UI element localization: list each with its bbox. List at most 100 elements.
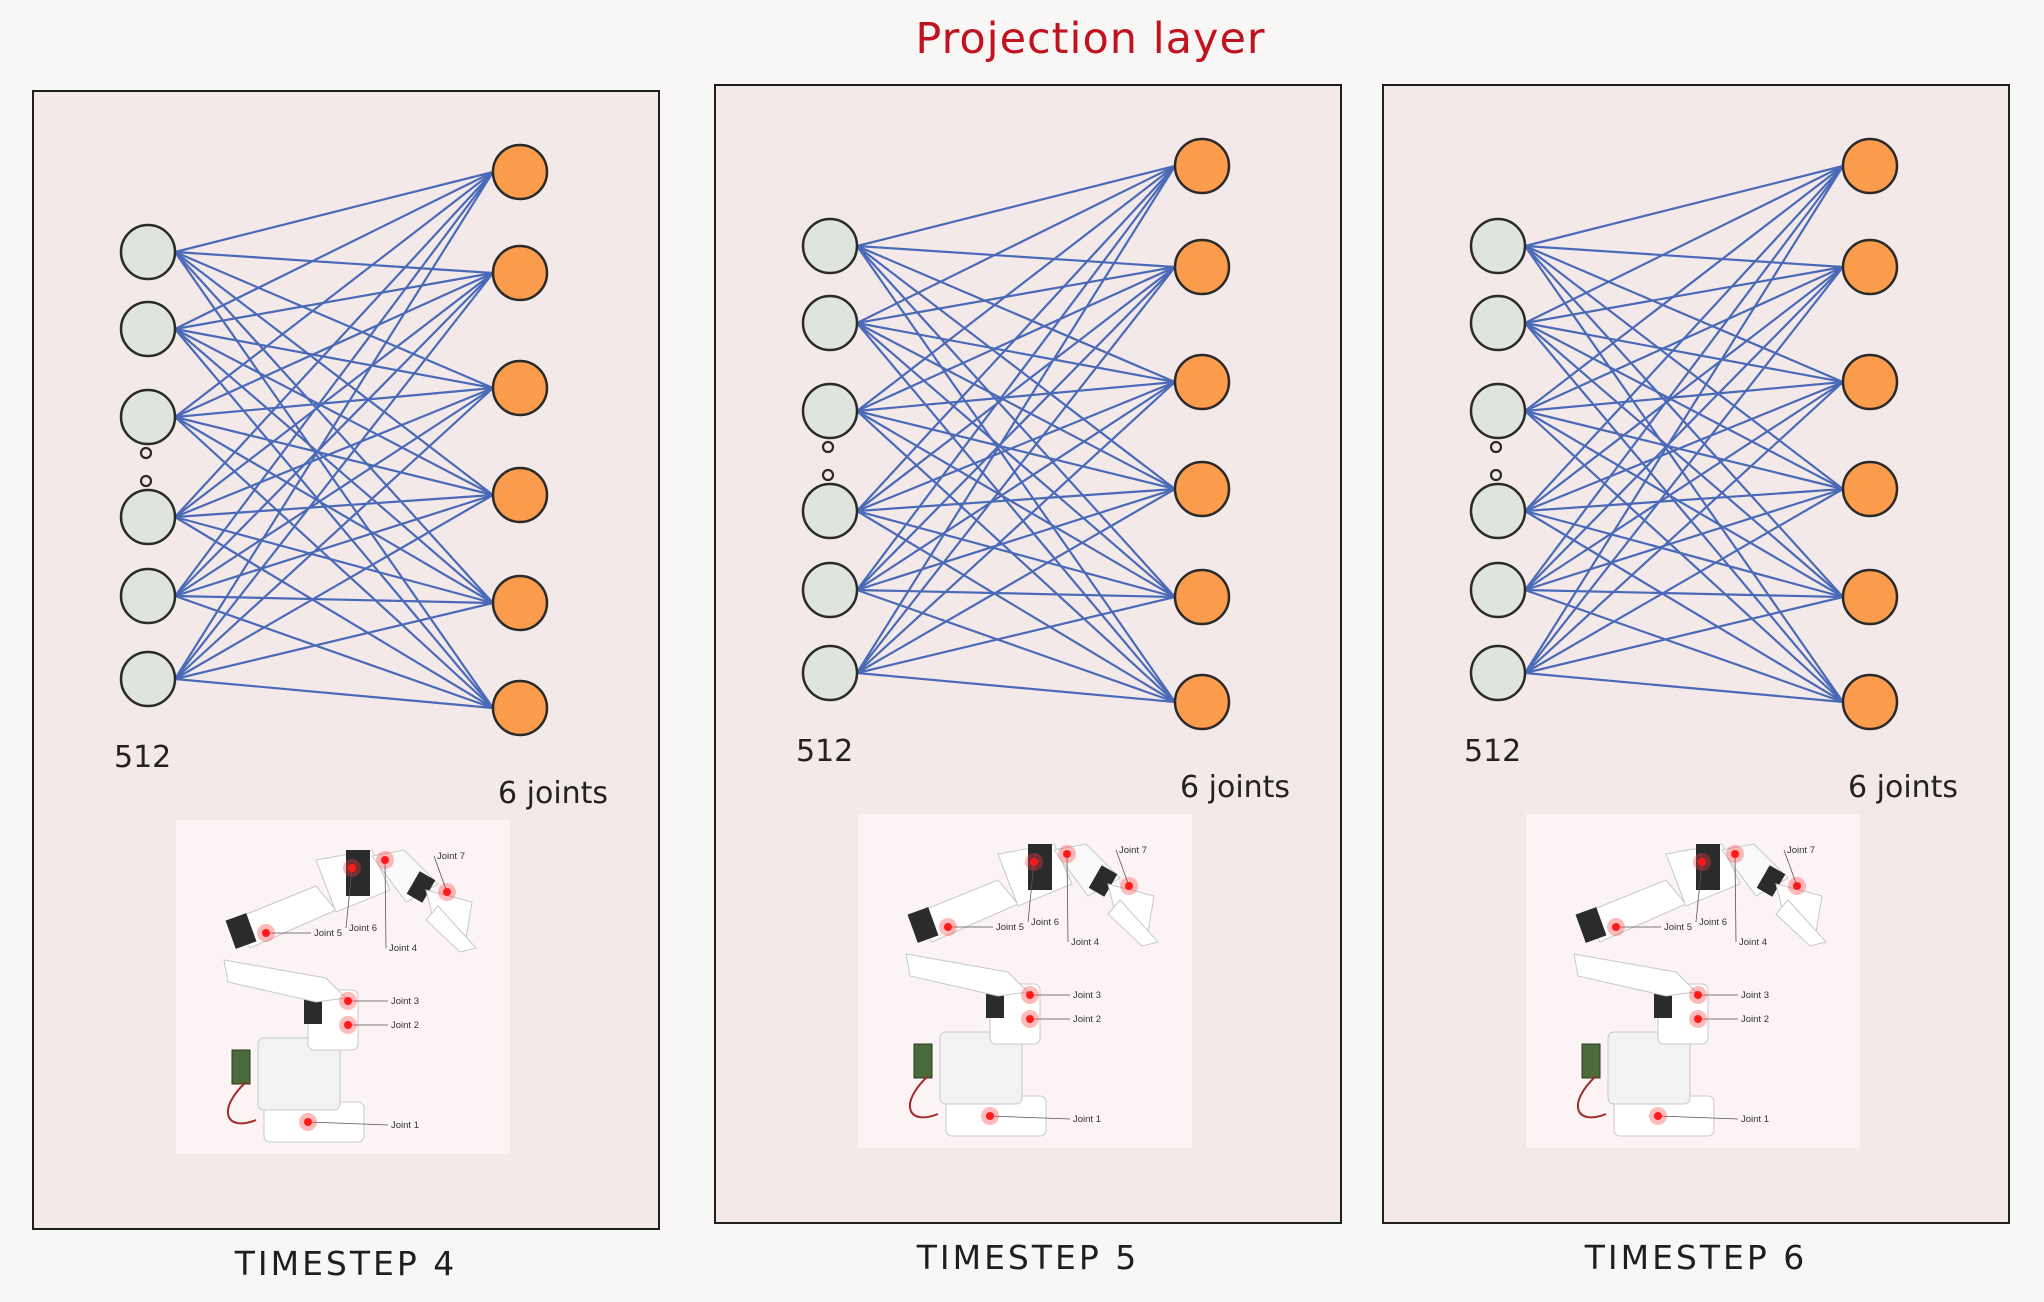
ellipsis-dot xyxy=(821,468,835,482)
output-node xyxy=(491,359,549,417)
connection-edge xyxy=(1524,266,1844,512)
connection-edge xyxy=(856,588,1176,599)
connection-edge xyxy=(174,328,494,604)
projection-network xyxy=(119,143,549,737)
connection-edge xyxy=(1524,380,1844,513)
robot-servo xyxy=(1575,907,1607,943)
joint-marker xyxy=(1694,1015,1702,1023)
connection-edge xyxy=(856,595,1176,675)
joint-leader-line xyxy=(1657,1115,1739,1120)
connection-edge xyxy=(856,165,1176,512)
joint-label: Joint 4 xyxy=(1739,937,1767,948)
robot-servo xyxy=(1756,865,1786,897)
robot-segment xyxy=(223,959,348,1003)
joint-marker xyxy=(1731,850,1739,858)
timestep-caption: TIMESTEP 5 xyxy=(916,1238,1140,1277)
output-node xyxy=(1173,460,1231,518)
connection-edge xyxy=(174,327,494,390)
connection-edge xyxy=(856,165,1176,324)
robot-controller-board xyxy=(1581,1043,1601,1079)
connection-edge xyxy=(1524,266,1844,591)
joint-marker xyxy=(1030,858,1038,866)
robot-base-housing xyxy=(939,1031,1023,1105)
joint-marker xyxy=(344,1021,352,1029)
joint-leader-line xyxy=(307,1121,389,1126)
robot-controller-board xyxy=(231,1049,251,1085)
output-layer-label: 6 joints xyxy=(1180,770,1291,805)
connection-edge xyxy=(1524,164,1844,248)
joint-marker xyxy=(1698,858,1706,866)
projection-network xyxy=(801,137,1231,731)
joint-label: Joint 5 xyxy=(314,928,342,939)
connection-edge xyxy=(856,381,1176,674)
input-node xyxy=(119,388,177,446)
connection-edge xyxy=(1524,165,1844,512)
robot-servo xyxy=(907,907,939,943)
connection-edge xyxy=(856,487,1176,592)
input-node xyxy=(119,567,177,625)
joint-marker xyxy=(986,1112,994,1120)
connection-edge xyxy=(174,272,494,597)
connection-edge xyxy=(1524,245,1844,703)
joint-marker xyxy=(1694,991,1702,999)
connection-edge xyxy=(174,271,494,331)
joint-leader-line xyxy=(1027,861,1035,923)
input-node xyxy=(119,223,177,281)
joint-leader-line xyxy=(1115,849,1130,887)
joint-marker xyxy=(1063,850,1071,858)
connection-edge xyxy=(1524,165,1844,674)
joint-marker xyxy=(944,923,952,931)
joint-leader-line xyxy=(1783,849,1798,887)
joint-label: Joint 3 xyxy=(391,996,419,1007)
connection-edge xyxy=(1524,671,1844,704)
connection-edge xyxy=(856,165,1176,591)
projection-network xyxy=(1469,137,1899,731)
joint-leader-line xyxy=(433,855,448,893)
input-layer-label: 512 xyxy=(796,734,854,769)
connection-edge xyxy=(856,266,1176,591)
connection-edge xyxy=(1524,244,1844,269)
input-node xyxy=(119,650,177,708)
timestep-caption: TIMESTEP 6 xyxy=(1584,1238,1808,1277)
connection-edge xyxy=(856,588,1176,704)
robot-servo xyxy=(225,913,257,949)
joint-marker xyxy=(381,856,389,864)
connection-edge xyxy=(1524,487,1844,592)
joint-label: Joint 5 xyxy=(996,922,1024,933)
robot-servo xyxy=(406,871,436,903)
connection-edge xyxy=(174,387,494,680)
input-node xyxy=(1469,382,1527,440)
connection-edge xyxy=(174,415,494,497)
connection-edge xyxy=(856,488,1176,674)
joint-label: Joint 7 xyxy=(1787,845,1815,856)
joint-marker xyxy=(1793,882,1801,890)
connection-edge xyxy=(174,250,494,275)
connection-edge xyxy=(856,410,1176,703)
joint-marker xyxy=(1026,991,1034,999)
output-node xyxy=(491,466,549,524)
input-node xyxy=(1469,561,1527,619)
ellipsis-dot xyxy=(1489,440,1503,454)
connection-edge xyxy=(1524,266,1844,674)
joint-label: Joint 1 xyxy=(1741,1114,1769,1125)
input-node xyxy=(1469,217,1527,275)
joint-leader-line xyxy=(989,1115,1071,1120)
input-node xyxy=(119,300,177,358)
connection-edge xyxy=(1524,165,1844,412)
output-node xyxy=(1173,238,1231,296)
input-node xyxy=(801,294,859,352)
connection-edge xyxy=(174,251,494,709)
joint-marker xyxy=(1026,1015,1034,1023)
output-node xyxy=(491,244,549,302)
connection-edge xyxy=(856,245,1176,490)
input-node xyxy=(1469,644,1527,702)
input-layer-label: 512 xyxy=(1464,734,1522,769)
connection-edge xyxy=(856,244,1176,384)
input-node xyxy=(801,644,859,702)
joint-marker xyxy=(443,888,451,896)
connection-edge xyxy=(1524,381,1844,674)
joint-label: Joint 6 xyxy=(1699,917,1727,928)
